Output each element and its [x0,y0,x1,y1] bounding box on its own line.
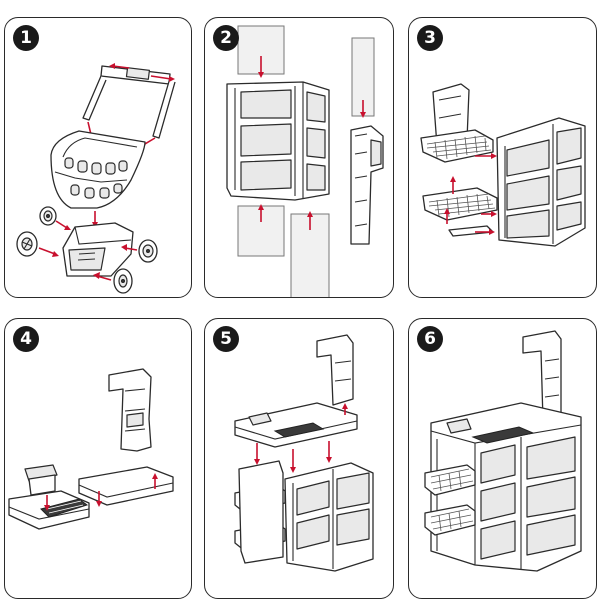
wire-baskets [424,464,476,536]
step-4-panel: 4 [4,318,192,599]
side-post [108,368,152,452]
wire-baskets [420,129,498,221]
counter-top [8,464,90,530]
step-1-illustration [16,63,176,294]
bottom-tray [448,225,494,237]
cart-basket [50,130,146,209]
step-6-illustration [424,330,582,572]
assembly-arrows [38,220,138,281]
step-number-badge: 2 [213,25,239,51]
step-1-panel: 1 [4,17,192,298]
shelf-top [78,466,174,506]
assembly-arrows [258,56,366,230]
assembly-arrows [44,473,158,511]
counter-top [234,402,358,448]
side-post [316,334,354,406]
step-3-panel: 3 [408,17,597,298]
shelf-bins [480,436,576,560]
step-5-illustration [234,334,374,572]
step-number-badge: 6 [417,326,443,352]
shelf-frame [238,460,374,572]
cart-wheels [16,206,158,294]
step-number-badge: 4 [13,326,39,352]
step-6-panel: 6 [408,318,597,599]
step-2-panel: 2 [204,17,394,298]
step-3-illustration [420,83,586,247]
cart-handle [82,65,176,139]
step-number-badge: 1 [13,25,39,51]
step-2-illustration [226,25,384,297]
assembly-arrows [254,403,348,473]
shelf-frame-panel [226,81,330,201]
shelf-frame [496,117,586,247]
cart-base [62,222,134,277]
step-number-badge: 3 [417,25,443,51]
step-number-badge: 5 [213,326,239,352]
assembly-arrows [444,153,497,235]
step-4-illustration [8,368,174,530]
side-post [350,125,384,245]
step-5-panel: 5 [204,318,394,599]
